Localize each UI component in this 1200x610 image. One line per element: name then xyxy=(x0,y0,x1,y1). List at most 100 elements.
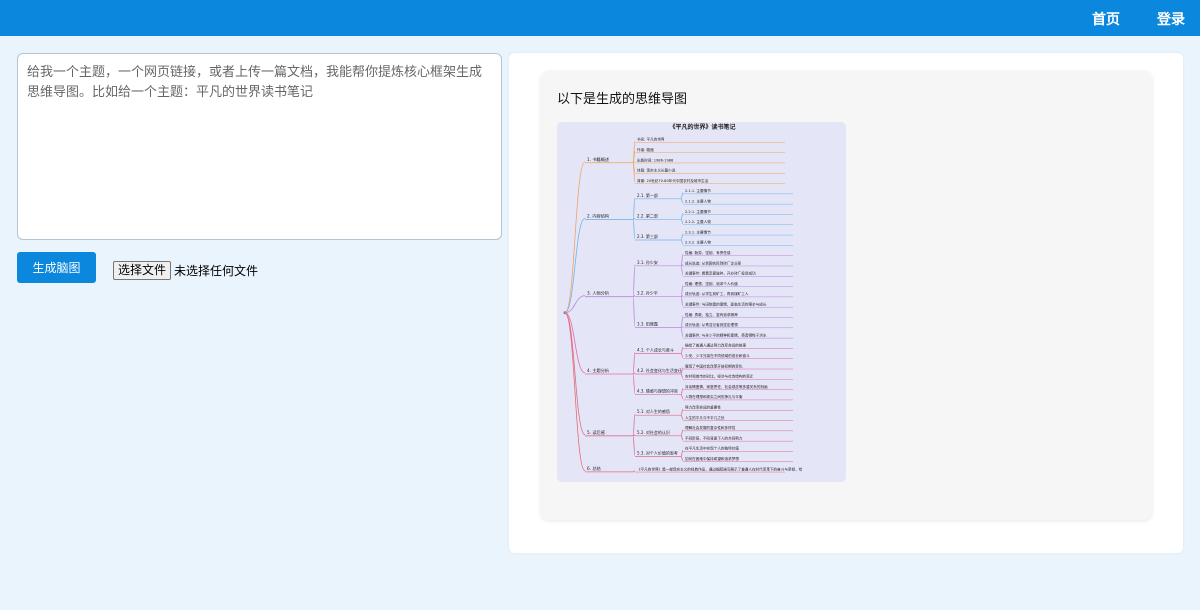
mindmap-sub-label: 4.2. 社会变化与生活变迁 xyxy=(637,367,682,373)
mindmap-connector xyxy=(680,346,684,354)
mindmap-connector xyxy=(632,219,636,240)
result-heading: 以下是生成的思维导图 xyxy=(557,92,688,107)
mindmap-sub-label: 5.3. 对个人价值的思考 xyxy=(637,449,678,455)
mindmap-branch-label: 5. 读后感 xyxy=(587,429,605,436)
mindmap-leaf-label: 书名: 平凡的世界 xyxy=(637,137,665,142)
mindmap-connector xyxy=(680,233,684,241)
mindmap-sub-label: 3.1. 孙少安 xyxy=(637,259,658,265)
mindmap-sub-label: 2.3. 第三部 xyxy=(637,233,658,239)
mindmap-connector xyxy=(632,162,636,183)
mindmap-connector xyxy=(680,192,684,200)
mindmap-leaf-label: 2.1.2. 主要人物 xyxy=(685,198,711,203)
topic-input[interactable] xyxy=(17,53,502,240)
generate-mindmap-button[interactable]: 生成脑图 xyxy=(17,252,96,283)
mindmap-leaf-label: 关键事件: 与田晓霞的爱情，面临生活的艰辛与成长 xyxy=(685,302,767,307)
mindmap-title: 《平凡的世界》读书笔记 xyxy=(670,123,736,131)
mindmap-sub-label: 5.1. 对人生的感悟 xyxy=(637,408,670,414)
mindmap-leaf-label: 成长轨迹: 从青涩记者到坚定理想 xyxy=(685,322,738,327)
mindmap-connector xyxy=(680,284,684,298)
mindmap-connector xyxy=(564,312,586,374)
mindmap-connector xyxy=(564,312,586,436)
mindmap-leaf-label: 关键事件: 看着恋爱破碎，开办砖厂投资成功 xyxy=(685,271,756,276)
mindmap-leaf-label: 人生的平凡与不平凡之处 xyxy=(685,415,725,420)
mindmap-connector xyxy=(632,373,636,394)
mindmap-connector xyxy=(680,449,684,457)
mindmap-connector xyxy=(680,198,684,204)
mindmap-leaf-label: 描绘了普通人通过努力改变命运的故事 xyxy=(685,343,746,348)
mindmap-leaf-label: 不同阶层、不同背景下人的共同努力 xyxy=(685,435,743,440)
mindmap-leaf-label: 2.3.1. 主要情节 xyxy=(685,229,711,234)
mindmap-connector xyxy=(632,435,636,456)
mindmap-branch-label: 1. 书籍概述 xyxy=(587,156,610,163)
mindmap-connector xyxy=(632,351,636,375)
mindmap-branch-label: 2. 内容结构 xyxy=(587,212,609,219)
mindmap-connector xyxy=(564,295,586,314)
mindmap-image: 《平凡的世界》读书笔记 1. 书籍概述 书名: 平凡的世界作者: 路遥出版时间: 1… xyxy=(557,122,846,482)
mindmap-leaf-label: 关键事件: 与孙少平的精神和爱情，英勇牺牲于洪水 xyxy=(685,332,767,337)
mindmap-connector xyxy=(632,470,636,473)
mindmap-leaf-label: 性格: 勤劳、坚韧、有责任感 xyxy=(685,250,731,255)
choose-file-button[interactable]: 选择文件 xyxy=(113,261,172,280)
mindmap-sub-label: 2.1. 第一部 xyxy=(637,192,658,198)
mindmap-connector xyxy=(564,218,586,314)
mindmap-connector xyxy=(680,315,684,329)
mindmap-connector xyxy=(680,219,684,224)
mindmap-connector xyxy=(564,312,586,472)
mindmap-sub-label: 2.2. 第二部 xyxy=(637,212,658,218)
mindmap-leaf-label: 成长轨迹: 从贫困农民到砖厂企业家 xyxy=(685,260,742,265)
mindmap-connector xyxy=(680,373,684,379)
mindmap-connector xyxy=(680,429,684,437)
nav-login-link[interactable]: 登录 xyxy=(1157,12,1185,28)
mindmap-connector xyxy=(680,394,684,400)
mindmap-sub-label: 4.3. 情感与理想的冲突 xyxy=(637,388,678,394)
mindmap-leaf-label: 在平凡生活中实现个人的独特价值 xyxy=(685,446,739,451)
mindmap-leaf-label: 成长轨迹: 从学生到矿工，再到煤矿工人 xyxy=(685,291,749,296)
mindmap-leaf-label: 《平凡的世界》是一部现实主义的经典作品，通过细腻描写展示了普通人在时代变革下的奋… xyxy=(637,466,803,471)
mindmap-leaf-label: 性格: 勇敢、独立、富有追求精神 xyxy=(685,312,738,317)
mindmap-leaf-label: 2.3.2. 主要人物 xyxy=(685,240,711,245)
mindmap-leaf-label: 人物在理想和现实之间的挣扎与平衡 xyxy=(685,394,743,399)
mindmap-leaf-label: 性格: 理想、坚韧、追求个人价值 xyxy=(685,281,738,286)
mindmap-sub-label: 3.3. 田晓霞 xyxy=(637,321,658,327)
mindmap-sub-label: 4.1. 个人成长与奋斗 xyxy=(637,346,674,352)
mindmap-connector xyxy=(680,414,684,420)
mindmap-leaf-label: 体裁: 现实主义长篇小说 xyxy=(637,168,676,173)
mindmap-leaf-label: 展现了中国社会改革开放初期的变化 xyxy=(685,363,743,368)
mindmap-leaf-label: 作者: 路遥 xyxy=(637,147,654,152)
file-status-text: 未选择任何文件 xyxy=(174,264,259,278)
mindmap-connector xyxy=(632,296,636,328)
mindmap-branch-label: 4. 主题分析 xyxy=(587,367,609,374)
mindmap-connector xyxy=(680,265,684,276)
mindmap-connector xyxy=(680,239,684,245)
mindmap-connector xyxy=(680,254,684,267)
mindmap-connector xyxy=(680,408,684,416)
mindmap-leaf-label: 对亲情爱情、家庭责任、社会观念等多重关系的刻画 xyxy=(685,384,768,389)
mindmap-connector xyxy=(680,388,684,395)
mindmap-connector xyxy=(632,264,636,298)
mindmap-connector xyxy=(680,327,684,338)
mindmap-leaf-label: 2.1.1. 主要情节 xyxy=(685,188,711,193)
mindmap-connector xyxy=(680,435,684,441)
mindmap-branch-label: 3. 人物分析 xyxy=(587,290,609,297)
mindmap-leaf-label: 出版时间: 1986-1988 xyxy=(637,157,674,162)
mindmap-leaf-label: 如何在困难中保持希望和追求梦想 xyxy=(685,456,739,461)
mindmap-leaf-label: 2.2.2. 主要人物 xyxy=(685,219,711,224)
mindmap-leaf-label: 努力改变命运的重要性 xyxy=(685,405,721,410)
mindmap-sub-label: 3.2. 孙少平 xyxy=(637,290,658,296)
mindmap-connector xyxy=(632,413,636,437)
mindmap-leaf-label: 背景: 20世纪70-80年代中国农村及城市生活 xyxy=(637,178,709,183)
mindmap-connector xyxy=(680,455,684,461)
top-navigation-bar: 首页 登录 xyxy=(0,0,1200,36)
mindmap-leaf-label: 农村和城市的对比，经济与社会结构的变迁 xyxy=(685,374,754,379)
mindmap-connector xyxy=(680,212,684,220)
nav-home-link[interactable]: 首页 xyxy=(1092,12,1120,28)
mindmap-connector xyxy=(632,197,636,220)
mindmap-leaf-label: 理解社会发展的复杂性和多样性 xyxy=(685,425,736,430)
mindmap-leaf-label: 少安、少平兄弟在不同领域的成长和奋斗 xyxy=(685,353,750,358)
mindmap-leaf-label: 2.2.1. 主要情节 xyxy=(685,209,711,214)
mindmap-branch-label: 6. 总结 xyxy=(587,465,601,472)
mindmap-connector xyxy=(680,296,684,307)
mindmap-connector xyxy=(680,352,684,358)
mindmap-sub-label: 5.2. 对社会的认识 xyxy=(637,429,670,435)
